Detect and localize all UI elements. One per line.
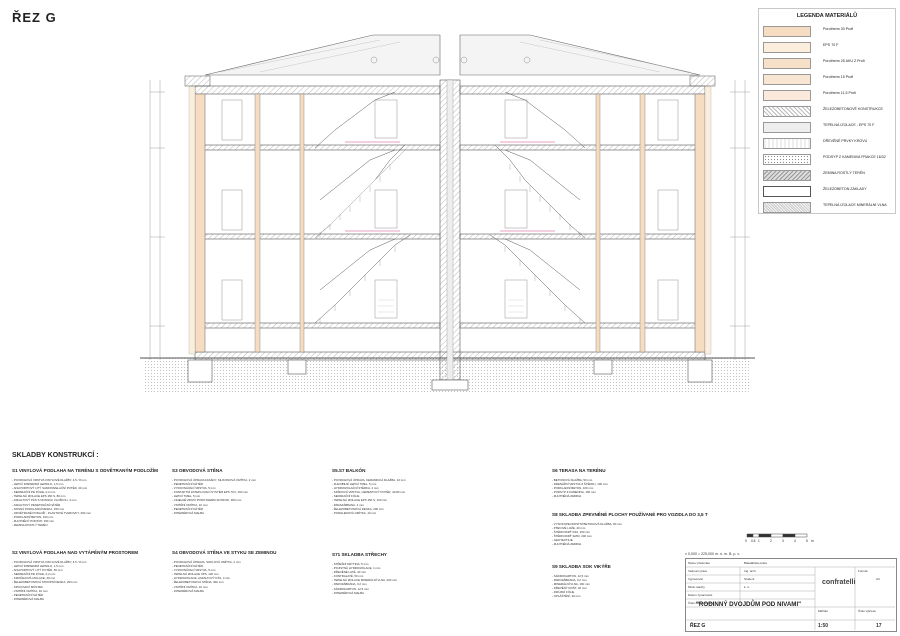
composition-lines: - POVRCHOVÁ ÚPRAVA, KERAMICKÁ DLAŽBA, 10… [332,478,406,515]
scale-tick-label: 2 [770,539,772,543]
legend-item: ŽELEZOBETON ZÁKLADY [763,185,893,197]
legend-item: TEPELNÁ IZOLACE MINERÁLNÍ VLNA [763,201,893,213]
format-value: A3 [876,577,880,581]
scale-tick-label: 4 [794,539,796,543]
composition-lines: - POVRCHOVÁ ÚPRAVA, SOKLOVÁ OMÍTKA, 2 mm… [172,560,241,593]
composition-heading: S6 TERASA NA TERÉNU [552,468,606,473]
legend-item: Porotherm 15 Profi [763,73,893,85]
legend-swatch [763,26,811,37]
scale-tick-label: 5 [806,539,808,543]
composition-lines: - POVRCHOVÁ VRSTVA VINYLOVÉ DLAŽBY, 4,5 … [12,478,91,528]
composition-lines: - BETONOVÁ DLAŽBA, 50 mm - DRENÁŽNÍ VRST… [552,478,608,499]
composition-heading: S1 VINYLOVÁ PODLAHA NA TERÉNU S ODVĚTRAN… [12,468,158,473]
sheet-number: 17 [876,623,882,629]
legend-swatch [763,138,811,149]
tb-label: Místo stavby [688,585,705,589]
composition-heading: S4 OBVODOVÁ STĚNA VE STYKU SE ZEMINOU [172,550,277,555]
legend-swatch [763,106,811,117]
tb-value: k. ú. [744,585,750,589]
drawing-name: ŘEZ G [690,623,706,629]
legend-item: EPS 70 F [763,41,893,53]
legend-item: Porotherm 11,5 Profi [763,89,893,101]
scale-bar-labels: 0 0,5 1 2 3 4 5 m [745,539,815,545]
composition-heading: S5.S7 BALKÓN [332,468,366,473]
composition-lines: - SÁDROKARTON, 12,5 mm - PAROZÁBRANA, 0,… [552,574,590,599]
tb-label: Vypracoval [688,577,703,581]
materials-legend: LEGENDA MATERIÁLŮ Porotherm 30 Profi EPS… [758,8,896,214]
composition-lines: - STŘEŠNÍ KRYTINA, 5 mm - POJISTNÁ HYDRO… [332,562,398,595]
scale-label: Měřítko [818,609,829,613]
project-name: "RODINNÝ DVOJDŮM POD NIVAMI" [696,601,802,608]
legend-swatch [763,42,811,53]
legend-item: ŽELEZOBETONOVÉ KONSTRUKCE [763,105,893,117]
format-label: Formát [858,569,868,573]
tb-value: Student [744,577,755,581]
company-logo: confratelli [822,579,856,586]
scale-tick-label: 1 [758,539,760,543]
legend-swatch [763,90,811,101]
title-block: Název předmětu Bakalářská práce Vedoucí … [685,558,897,632]
sheet-label: Číslo výkresu [858,609,877,613]
legend-item: PODSYP Z KAMENIVA FRAKCE 16/32 [763,153,893,165]
elevation-note: ± 0,000 = 225,000 m. n. m. B. p. v. [685,552,740,556]
composition-heading: S71 SKLADBA STŘECHY [332,552,387,557]
scale-tick-label: 0,5 [751,539,756,543]
legend-item: Porotherm 30 Profi [763,25,893,37]
legend-title: LEGENDA MATERIÁLŮ [796,13,858,19]
legend-swatch [763,170,811,181]
legend-swatch [763,58,811,69]
section-title: ŘEZ G [12,10,57,25]
composition-lines: - POVRCHOVÁ ÚPRAVA FASÁDY, SILIKONOVÁ OM… [172,478,257,515]
legend-item: TEPELNÁ IZOLACE - EPS 70 F [763,121,893,133]
legend-item: ZEMINA ROSTLÝ TERÉN [763,169,893,181]
composition-heading: S8 SKLADBA ZPEVNĚNÉ PLOCHY POUŽÍVANÉ PRO… [552,512,708,517]
tb-value: Bakalářská práce [744,561,768,565]
tb-label: Datum zpracování [688,593,713,597]
compositions-title: SKLADBY KONSTRUKCÍ : [12,452,99,459]
legend-item: DŘEVĚNÉ PRVKY KROVU [763,137,893,149]
legend-swatch [763,122,811,133]
composition-heading: S2 VINYLOVÁ PODLAHA NAD VYTÁPĚNÝM PROSTO… [12,550,139,555]
legend-swatch [763,202,811,213]
legend-swatch [763,186,811,197]
scale-value: 1:50 [818,623,829,629]
scale-tick-label: 0 [745,539,747,543]
composition-heading: S9 SKLADBA SOK VIKÝŘE [552,564,611,569]
scale-tick-label: 3 [782,539,784,543]
tb-label: Vedoucí práce [688,569,708,573]
legend-swatch [763,74,811,85]
scale-bar [746,533,808,538]
tb-label: Název předmětu [688,561,711,565]
tb-label: Číslo dokumentace [688,601,714,605]
tb-value: Ing. arch. [744,569,757,573]
composition-lines: - VYSOKOPEVNOSTNÍ BETONOVÁ DLAŽBA, 80 mm… [552,522,622,547]
legend-item: Porotherm 25 AKU Z Profi [763,57,893,69]
legend-swatch [763,154,811,165]
scale-unit: m [811,539,814,543]
composition-heading: S3 OBVODOVÁ STĚNA [172,468,223,473]
composition-lines: - POVRCHOVÁ VRSTVA VINYLOVÉ DLAŽBY, 4,5 … [12,560,87,601]
